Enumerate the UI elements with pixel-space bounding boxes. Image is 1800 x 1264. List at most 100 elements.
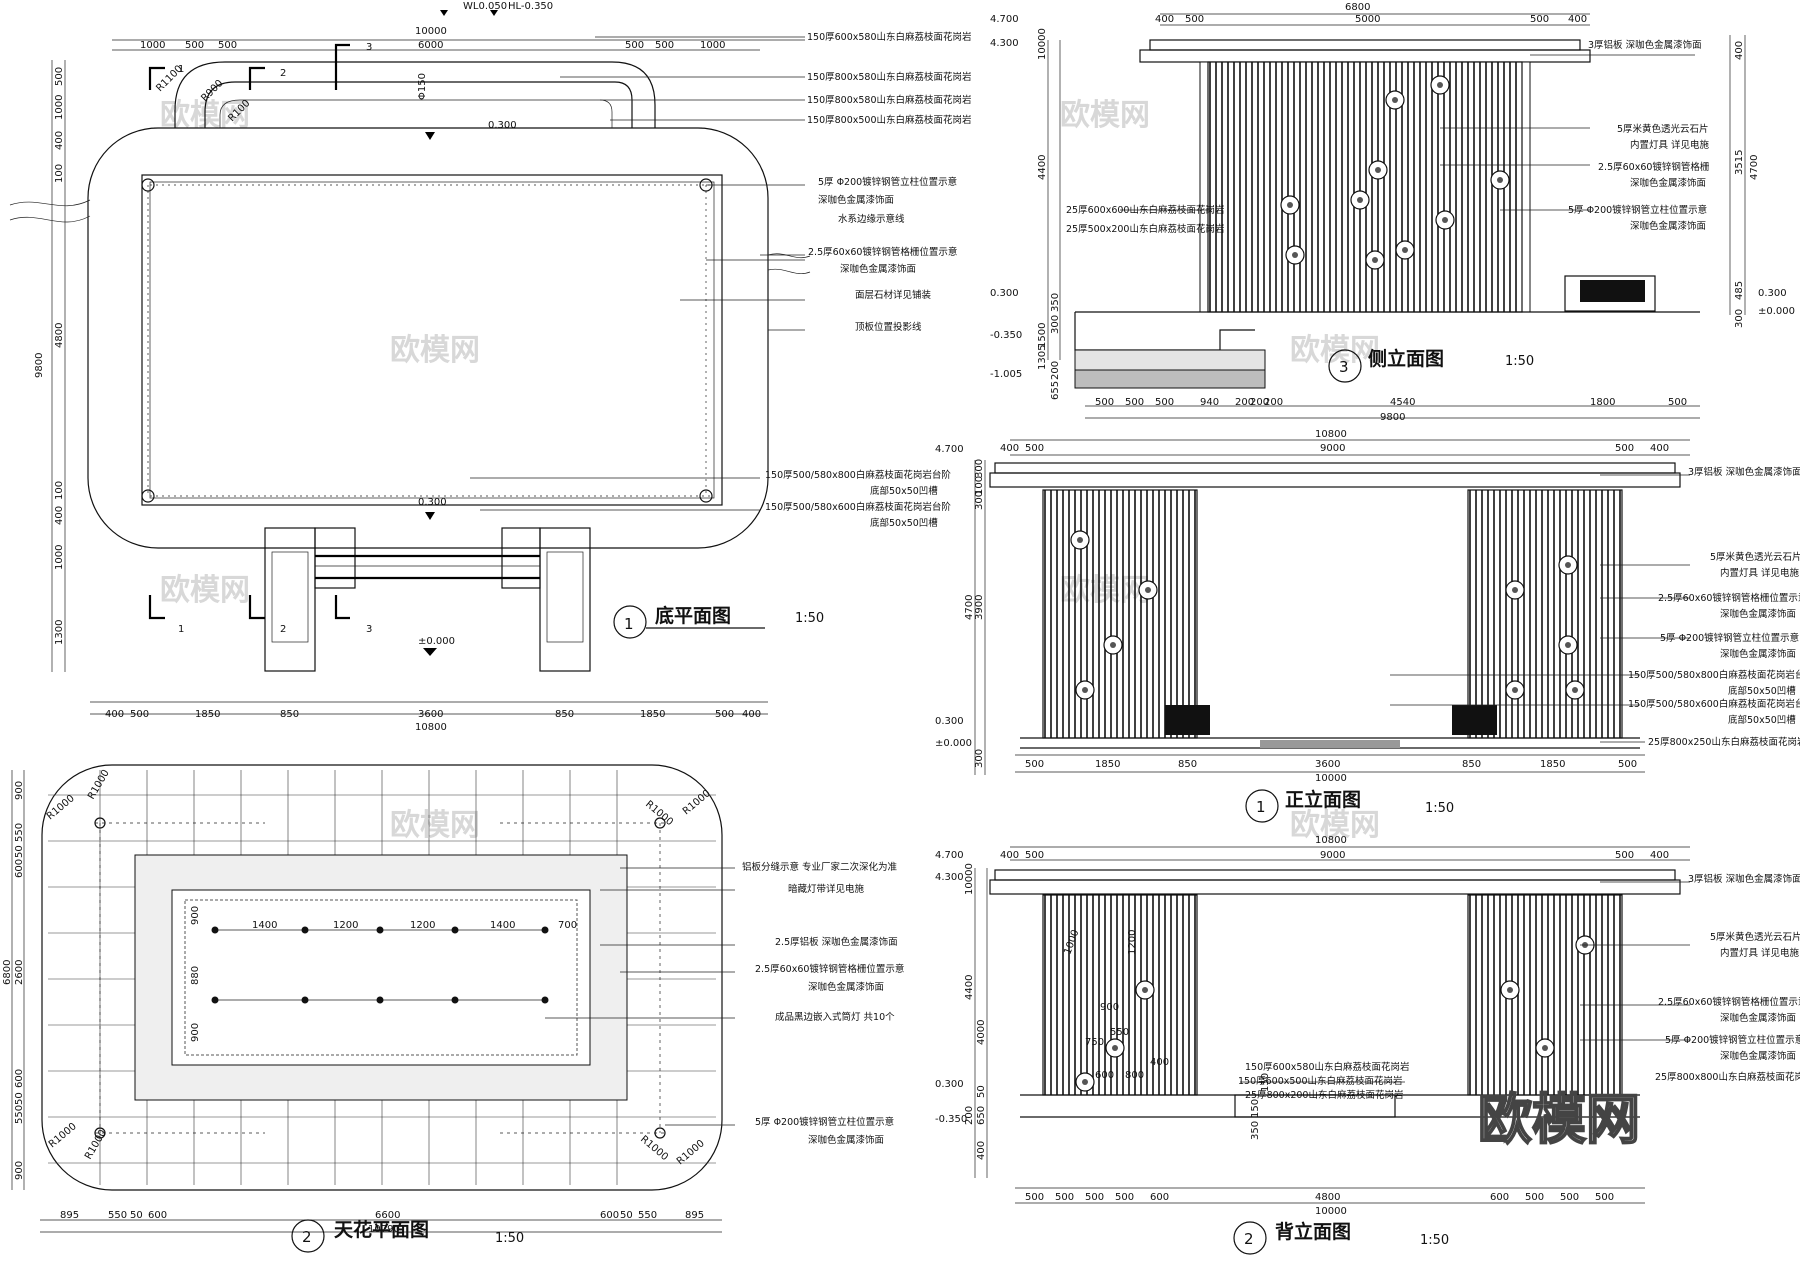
svg-text:100: 100	[974, 476, 985, 495]
lamp-icon-core	[1287, 202, 1293, 208]
svg-text:400: 400	[1000, 850, 1019, 861]
svg-text:650: 650	[976, 1106, 987, 1125]
downlight-icon	[301, 926, 309, 934]
back-elevation-view	[974, 846, 1690, 1255]
lamp-icon-core	[1110, 642, 1116, 648]
watermark: 欧模网	[160, 573, 250, 608]
svg-text:4800: 4800	[1315, 1192, 1340, 1203]
svg-text:5厚 Φ200镀锌钢管立柱位置示意: 5厚 Φ200镀锌钢管立柱位置示意	[755, 1116, 894, 1128]
svg-text:400: 400	[1155, 14, 1174, 25]
view-scale: 1:50	[1420, 1233, 1449, 1248]
front-elevation-labels: 4.700 0.300 ±0.000 10800 400 500 9000 50…	[935, 429, 1800, 816]
svg-text:500: 500	[1530, 14, 1549, 25]
svg-text:6800: 6800	[1345, 2, 1370, 13]
svg-text:600: 600	[14, 1069, 25, 1088]
svg-text:6800: 6800	[2, 960, 13, 985]
svg-text:300: 300	[974, 491, 985, 510]
svg-text:-0.350: -0.350	[990, 330, 1022, 341]
svg-text:300: 300	[974, 459, 985, 478]
watermark: 欧模网	[1290, 808, 1380, 843]
lamp-icon-core	[1145, 587, 1151, 593]
svg-text:500: 500	[1155, 397, 1174, 408]
lamp-icon-core	[1372, 257, 1378, 263]
downlight-icon	[211, 926, 219, 934]
view-number: 2	[1244, 1230, 1254, 1248]
svg-text:500: 500	[1025, 443, 1044, 454]
lamp-icon-core	[1392, 97, 1398, 103]
svg-text:1000: 1000	[140, 40, 165, 51]
svg-text:10800: 10800	[415, 722, 447, 733]
svg-text:600: 600	[1490, 1192, 1509, 1203]
svg-text:150厚500/580x800白麻荔枝面花岗岩台阶: 150厚500/580x800白麻荔枝面花岗岩台阶	[765, 469, 951, 481]
side-elevation-view	[1047, 13, 1746, 419]
svg-text:0.300: 0.300	[488, 120, 517, 131]
svg-text:400: 400	[742, 709, 761, 720]
svg-text:暗藏灯带详见电施: 暗藏灯带详见电施	[788, 883, 865, 895]
svg-text:2.5厚60x60镀锌钢管格栅位置示意: 2.5厚60x60镀锌钢管格栅位置示意	[808, 246, 957, 258]
svg-text:200: 200	[1235, 397, 1254, 408]
svg-text:5厚 Φ200镀锌钢管立柱位置示意: 5厚 Φ200镀锌钢管立柱位置示意	[818, 176, 957, 188]
svg-text:550: 550	[14, 1105, 25, 1124]
svg-text:700: 700	[558, 920, 577, 931]
svg-text:600: 600	[148, 1210, 167, 1221]
lamp-icon-core	[1142, 987, 1148, 993]
svg-text:500: 500	[1560, 1192, 1579, 1203]
svg-text:3厚铝板 深咖色金属漆饰面: 3厚铝板 深咖色金属漆饰面	[1688, 466, 1800, 478]
downlight-icon	[376, 926, 384, 934]
svg-text:5厚米黄色透光云石片: 5厚米黄色透光云石片	[1617, 123, 1709, 135]
svg-text:5厚 Φ200镀锌钢管立柱位置示意: 5厚 Φ200镀锌钢管立柱位置示意	[1665, 1034, 1800, 1046]
floor-plan-view	[9, 10, 811, 715]
floor-plan-labels: WL0.050 HL-0.350 10000 6000 1000 500 500…	[34, 1, 972, 733]
svg-text:300: 300	[1050, 315, 1061, 334]
svg-text:1400: 1400	[252, 920, 277, 931]
svg-text:400: 400	[976, 1141, 987, 1160]
svg-text:10800: 10800	[1315, 429, 1347, 440]
svg-text:550: 550	[638, 1210, 657, 1221]
svg-text:900: 900	[14, 1161, 25, 1180]
svg-text:±0.000: ±0.000	[935, 738, 972, 749]
svg-text:500: 500	[1025, 850, 1044, 861]
svg-text:10000: 10000	[1037, 28, 1048, 60]
svg-text:内置灯具 详见电施: 内置灯具 详见电施	[1630, 139, 1710, 151]
svg-text:2.5厚60x60镀锌钢管格栅位置示意: 2.5厚60x60镀锌钢管格栅位置示意	[755, 963, 904, 975]
svg-text:150厚500/580x800白麻荔枝面花岗岩台阶: 150厚500/580x800白麻荔枝面花岗岩台阶	[1628, 669, 1800, 681]
lamp-icon-core	[1357, 197, 1363, 203]
svg-text:850: 850	[1178, 759, 1197, 770]
svg-text:4.700: 4.700	[935, 850, 964, 861]
svg-text:850: 850	[280, 709, 299, 720]
svg-text:150厚600x580山东白麻荔枝面花岗岩: 150厚600x580山东白麻荔枝面花岗岩	[1245, 1061, 1410, 1073]
svg-text:150厚600x580山东白麻荔枝面花岗岩: 150厚600x580山东白麻荔枝面花岗岩	[807, 31, 972, 43]
svg-text:5厚 Φ200镀锌钢管立柱位置示意: 5厚 Φ200镀锌钢管立柱位置示意	[1568, 204, 1707, 216]
svg-text:300: 300	[974, 749, 985, 768]
svg-text:1500: 1500	[1037, 323, 1048, 348]
svg-text:940: 940	[1200, 397, 1219, 408]
view-number: 1	[1256, 798, 1266, 816]
downlight-icon	[211, 996, 219, 1004]
svg-text:5厚米黄色透光云石片: 5厚米黄色透光云石片	[1710, 931, 1800, 943]
svg-text:600: 600	[1095, 1070, 1114, 1081]
svg-text:1305: 1305	[1037, 345, 1048, 370]
svg-text:顶板位置投影线: 顶板位置投影线	[855, 321, 922, 333]
lamp-icon-core	[1442, 217, 1448, 223]
svg-text:400: 400	[54, 506, 65, 525]
svg-text:深咖色金属漆饰面: 深咖色金属漆饰面	[808, 1134, 884, 1146]
svg-text:内置灯具 详见电施: 内置灯具 详见电施	[1720, 947, 1800, 959]
svg-text:25厚600x600山东白麻荔枝面花岗岩: 25厚600x600山东白麻荔枝面花岗岩	[1066, 204, 1224, 216]
svg-text:面层石材详见铺装: 面层石材详见铺装	[855, 289, 932, 301]
svg-text:3515: 3515	[1734, 150, 1745, 175]
svg-text:1000: 1000	[54, 545, 65, 570]
svg-text:500: 500	[1125, 397, 1144, 408]
svg-text:25厚800x200山东白麻荔枝面花岗岩: 25厚800x200山东白麻荔枝面花岗岩	[1245, 1089, 1403, 1101]
svg-text:1800: 1800	[1590, 397, 1615, 408]
svg-text:2.5厚铝板 深咖色金属漆饰面: 2.5厚铝板 深咖色金属漆饰面	[775, 936, 898, 948]
svg-text:200: 200	[964, 1106, 975, 1125]
downlight-icon	[376, 996, 384, 1004]
svg-text:底部50x50凹槽: 底部50x50凹槽	[870, 485, 938, 497]
svg-text:600: 600	[1150, 1192, 1169, 1203]
svg-text:深咖色金属漆饰面: 深咖色金属漆饰面	[1720, 1012, 1796, 1024]
svg-text:内置灯具 详见电施: 内置灯具 详见电施	[1720, 567, 1800, 579]
svg-text:150厚800x580山东白麻荔枝面花岗岩: 150厚800x580山东白麻荔枝面花岗岩	[807, 71, 972, 83]
svg-text:3900: 3900	[974, 595, 985, 620]
svg-text:1000: 1000	[700, 40, 725, 51]
